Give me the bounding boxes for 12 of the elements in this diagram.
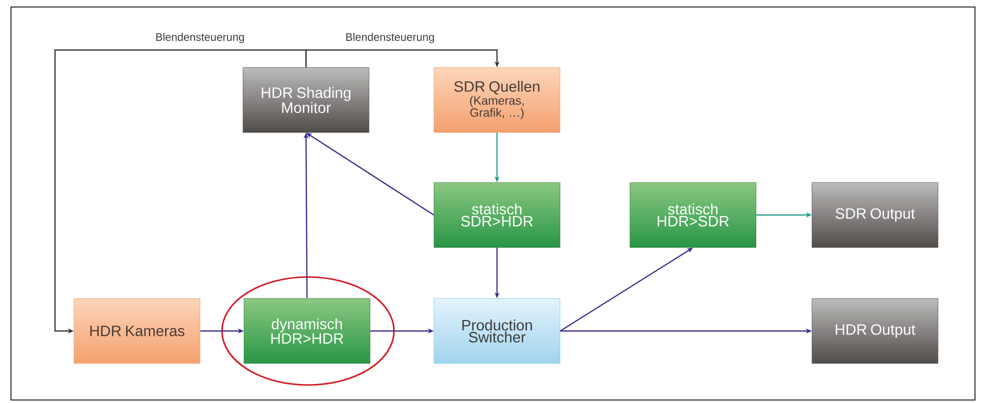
process-box: HDR Output xyxy=(812,298,938,364)
arrow xyxy=(305,49,500,68)
process-box: HDR Shading Monitor xyxy=(242,67,370,133)
source-box: SDR Quellen (Kameras, Grafik, …) xyxy=(434,67,560,133)
converter-box: statisch HDR>SDR xyxy=(630,182,756,248)
edge-label: Blendensteuerung xyxy=(346,32,434,44)
process-box: SDR Output xyxy=(812,182,938,248)
converter-box: statisch SDR>HDR xyxy=(434,182,560,248)
source-box: HDR Kameras xyxy=(74,298,200,364)
switcher-box: Production Switcher xyxy=(434,298,560,364)
edge-label: Blendensteuerung xyxy=(156,32,244,44)
converter-box: dynamisch HDR>HDR xyxy=(244,298,370,364)
